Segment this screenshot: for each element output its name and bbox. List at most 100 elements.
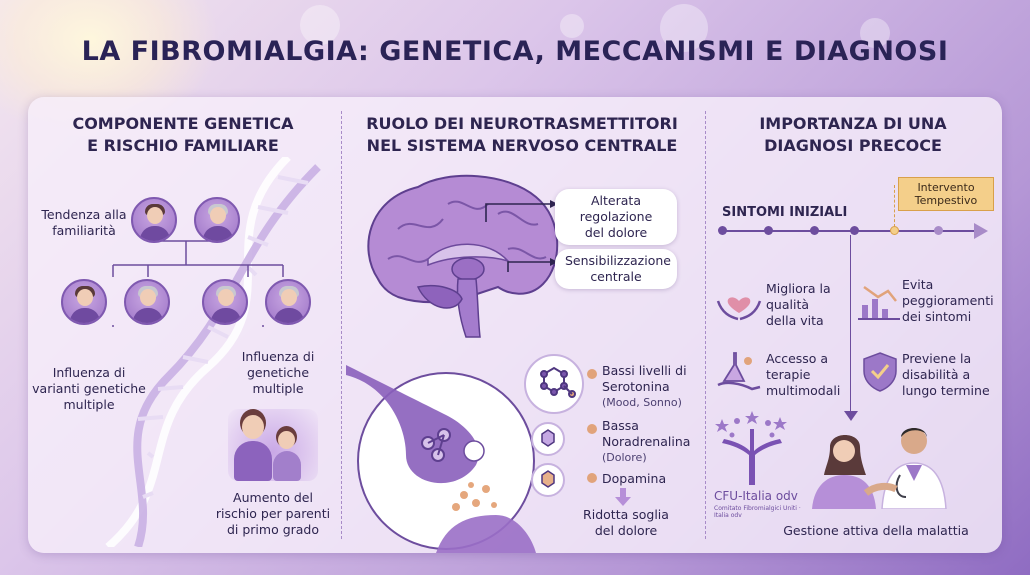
label-sintomi-iniziali: SINTOMI INIZIALI	[722, 205, 848, 220]
heading-line: DIAGNOSI PRECOCE	[764, 136, 942, 155]
label-line: Evita	[902, 277, 934, 292]
pill-sensibilizzazione: Sensibilizzazione centrale	[555, 249, 677, 289]
timeline-node	[934, 226, 943, 235]
label-accesso: Accesso a terapie multimodali	[766, 351, 866, 399]
logo-subtitle: Comitato Fibromialgici Uniti · Italia od…	[714, 505, 801, 519]
avatar-grandfather	[194, 197, 240, 243]
label-line: Bassa	[602, 418, 639, 433]
avatar-uncle	[265, 279, 311, 325]
bullet-dot	[587, 424, 597, 434]
infographic-panel: COMPONENTE GENETICA E RISCHIO FAMILIARE	[28, 97, 1002, 553]
label-line: rischio per parenti	[215, 506, 331, 521]
avatar-grandmother	[131, 197, 177, 243]
label-line: (Mood, Sonno)	[602, 396, 682, 409]
label-dopamina: Dopamina	[602, 471, 702, 487]
mother-child-illustration	[228, 409, 318, 481]
dna-helix-icon	[105, 157, 321, 547]
arrow-connector	[485, 200, 558, 272]
label-line: del dolore	[584, 225, 648, 240]
label-aumento-rischio: Aumento del rischio per parenti di primo…	[210, 490, 336, 538]
label-line: multiple	[252, 381, 304, 396]
label-line: Migliora la	[766, 281, 831, 296]
label-line: Intervento	[917, 181, 975, 194]
heading-line: E RISCHIO FAMILIARE	[87, 136, 279, 155]
synapse-icon	[346, 365, 536, 553]
label-line: peggioramenti	[902, 293, 994, 308]
label-line: Tendenza alla	[41, 207, 127, 222]
flask-hand-icon	[717, 352, 761, 391]
label-noradrenalina: Bassa Noradrenalina (Dolore)	[602, 418, 702, 466]
bullet-dot	[587, 369, 597, 379]
page-title: LA FIBROMIALGIA: GENETICA, MECCANISMI E …	[81, 36, 949, 67]
timeline-node	[764, 226, 773, 235]
label-line: Influenza di	[52, 365, 126, 380]
label-line: genetiche	[246, 365, 310, 380]
timeline-node	[850, 226, 859, 235]
heading-line: IMPORTANZA DI UNA	[759, 114, 947, 133]
label-influenza-genetiche: Influenza di genetiche multiple	[228, 349, 328, 397]
label-line: Tempestivo	[914, 194, 978, 207]
serotonin-molecule-icon	[524, 354, 584, 414]
shield-check-icon	[863, 352, 897, 392]
label-migliora: Migliora la qualità della vita	[766, 281, 856, 329]
pill-alterata-regolazione: Alterata regolazione del dolore	[555, 189, 677, 245]
label-line: varianti genetiche	[32, 381, 146, 396]
dopamine-molecule-icon	[531, 463, 565, 497]
label-evita: Evita peggioramenti dei sintomi	[902, 277, 1002, 325]
label-line: dei sintomi	[902, 309, 972, 324]
label-line: Ridotta soglia	[583, 507, 669, 522]
label-line: Accesso a	[766, 351, 829, 366]
label-line: Sensibilizzazione	[565, 253, 671, 268]
avatar-mother	[124, 279, 170, 325]
label-line: terapie	[766, 367, 811, 382]
label-ridotta-soglia: Ridotta soglia del dolore	[568, 507, 684, 539]
tree-logo-icon	[715, 411, 787, 485]
label-previene: Previene la disabilità a lungo termine	[902, 351, 1002, 399]
bokeh-decoration	[300, 5, 340, 45]
timeline-node	[890, 226, 899, 235]
noradrenaline-molecule-icon	[531, 422, 565, 456]
brain-icon	[367, 174, 559, 338]
label-line: Aumento del	[233, 490, 313, 505]
column-divider	[705, 111, 706, 539]
logo-name: CFU-Italia odv	[714, 489, 798, 503]
vertical-connector	[850, 235, 851, 413]
heart-hands-icon	[716, 297, 762, 321]
label-line: Noradrenalina	[602, 434, 691, 449]
label-serotonina: Bassi livelli di Serotonina (Mood, Sonno…	[602, 363, 702, 411]
bullet-dot	[587, 473, 597, 483]
tag-intervento-tempestivo: Intervento Tempestivo	[898, 177, 994, 211]
column-divider	[341, 111, 342, 539]
label-line: della vita	[766, 313, 824, 328]
label-line: Influenza di	[241, 349, 315, 364]
arrow-down-icon	[844, 411, 858, 421]
label-line: di primo grado	[226, 522, 320, 537]
label-line: centrale	[590, 269, 642, 284]
label-line: lungo termine	[902, 383, 990, 398]
bokeh-decoration	[660, 4, 708, 52]
label-line: qualità	[766, 297, 810, 312]
heading-line: COMPONENTE GENETICA	[72, 114, 294, 133]
label-line: (Dolore)	[602, 451, 647, 464]
label-gestione: Gestione attiva della malattia	[783, 523, 969, 538]
label-line: Serotonina	[602, 379, 670, 394]
bokeh-decoration	[560, 14, 584, 38]
label-line: multiple	[63, 397, 115, 412]
label-line: Previene la	[902, 351, 972, 366]
chart-down-icon	[858, 285, 900, 320]
column-heading: RUOLO DEI NEUROTRASMETTITORI NEL SISTEMA…	[346, 113, 698, 157]
timeline-arrow-icon	[974, 223, 988, 239]
avatar-aunt	[202, 279, 248, 325]
label-line: Bassi livelli di	[602, 363, 687, 378]
column-heading: COMPONENTE GENETICA E RISCHIO FAMILIARE	[38, 113, 328, 157]
arrow-down-icon	[615, 488, 631, 506]
avatar-father	[61, 279, 107, 325]
timeline-node	[810, 226, 819, 235]
doctor-patient-icon	[812, 428, 947, 509]
label-influenza-varianti: Influenza di varianti genetiche multiple	[30, 365, 148, 413]
label-line: disabilità a	[902, 367, 971, 382]
timeline-node	[718, 226, 727, 235]
tag-connector	[894, 185, 895, 227]
label-line: del dolore	[594, 523, 658, 538]
label-tendenza: Tendenza alla familiarità	[34, 207, 134, 239]
